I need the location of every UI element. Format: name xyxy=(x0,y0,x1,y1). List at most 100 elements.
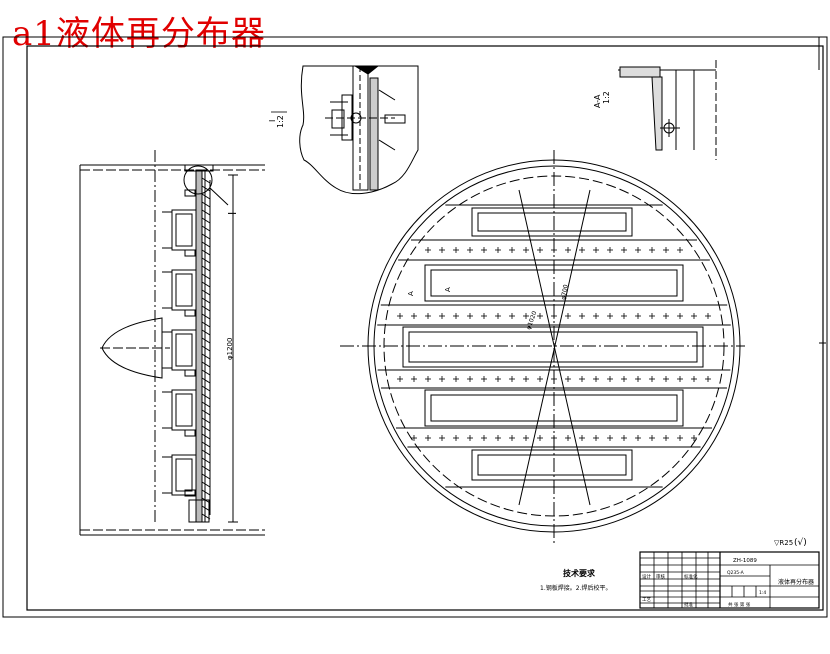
weld-hatch xyxy=(201,297,211,304)
weld-hatch xyxy=(201,505,211,512)
distribution-trough xyxy=(402,326,704,368)
weld-hatch xyxy=(201,265,211,272)
weld-hatch xyxy=(201,193,211,200)
outer-border xyxy=(2,36,828,618)
section-mark-right: A xyxy=(444,287,452,292)
weld-hatch xyxy=(201,337,211,344)
bolt xyxy=(184,189,196,197)
checker-cell: 审核 xyxy=(656,573,665,580)
notes-heading: 技术要求 xyxy=(563,568,596,578)
trough-inner xyxy=(430,269,678,297)
weld-hatch xyxy=(201,201,211,208)
weld-hatch xyxy=(201,353,211,360)
approver-cell: 批准 xyxy=(684,601,693,608)
nozzle-inner xyxy=(175,273,193,307)
weld-hatch xyxy=(201,457,211,464)
weld-hatch xyxy=(201,489,211,496)
weld-hatch xyxy=(201,513,211,520)
drawing-number: ZH-1089 xyxy=(733,558,757,564)
weld-hatch xyxy=(201,473,211,480)
title-block xyxy=(639,551,820,609)
weld-hatch xyxy=(201,425,211,432)
distribution-trough xyxy=(471,207,633,237)
weld-hatch xyxy=(201,409,211,416)
weld-hatch xyxy=(201,209,211,216)
distribution-trough xyxy=(424,264,684,302)
weld-hatch xyxy=(201,273,211,280)
nozzle xyxy=(171,269,197,311)
detail-callout: I xyxy=(226,212,239,215)
roughness-check: (√) xyxy=(794,537,807,548)
weld-hatch xyxy=(201,449,211,456)
weld-hatch xyxy=(201,313,211,320)
side-view xyxy=(79,150,265,536)
diameter-dimension: φ1200 xyxy=(226,338,234,360)
weld-hatch xyxy=(201,441,211,448)
weld-hatch xyxy=(201,233,211,240)
trough-inner xyxy=(430,394,678,422)
weld-hatch xyxy=(201,257,211,264)
notes-line: 1.钢板焊接。2.焊后校平。 xyxy=(540,584,611,592)
weld-hatch xyxy=(201,185,211,192)
trough-inner xyxy=(477,454,627,476)
distribution-trough xyxy=(471,449,633,481)
weld-hatch xyxy=(201,249,211,256)
bolt xyxy=(184,309,196,317)
weld-hatch xyxy=(201,465,211,472)
nozzle-inner xyxy=(175,458,193,492)
inner-diameter-b: φ700 xyxy=(560,284,570,301)
weld-hatch xyxy=(201,177,211,184)
nozzle-inner xyxy=(175,333,193,367)
bolt xyxy=(184,369,196,377)
nozzle-inner xyxy=(175,393,193,427)
weld-hatch xyxy=(201,241,211,248)
designer-cell: 设计 xyxy=(642,573,651,580)
drawing-title: a1液体再分布器 xyxy=(12,14,266,54)
inner-border xyxy=(26,45,824,611)
nozzle xyxy=(171,209,197,251)
inner-diameter-a: φ1020 xyxy=(525,310,538,331)
weld-hatch xyxy=(201,345,211,352)
weld-hatch xyxy=(201,217,211,224)
weld-hatch xyxy=(201,417,211,424)
detail-one-scale: 1:2 xyxy=(276,115,285,128)
weld-hatch xyxy=(201,289,211,296)
weld-hatch xyxy=(201,433,211,440)
plan-view xyxy=(340,150,745,545)
weld-hatch xyxy=(201,329,211,336)
plan-channels xyxy=(377,204,731,488)
weld-hatch xyxy=(201,481,211,488)
bolt xyxy=(184,429,196,437)
bolt xyxy=(184,489,196,497)
trough-inner xyxy=(408,331,698,363)
weld-hatch xyxy=(201,225,211,232)
section-scale: 1:2 xyxy=(602,91,611,104)
standard-cell: 标准化 xyxy=(684,573,698,580)
section-label: A-A xyxy=(593,94,602,108)
weld-hatch xyxy=(201,385,211,392)
plan-holes xyxy=(397,247,711,441)
detail-one-label: I xyxy=(268,120,277,122)
trough-inner xyxy=(477,212,627,232)
weld-hatch xyxy=(201,281,211,288)
sheet-cell: 共 张 第 张 xyxy=(728,601,751,608)
nozzle-inner xyxy=(175,213,193,247)
section-a-view xyxy=(618,60,717,160)
distribution-trough xyxy=(424,389,684,427)
roughness-symbol: ▽R25 xyxy=(774,539,793,547)
bolt xyxy=(184,249,196,257)
nozzle xyxy=(171,389,197,431)
side-view-nozzles xyxy=(162,177,211,520)
scale-cell: 1:4 xyxy=(759,590,766,596)
nozzle xyxy=(171,329,197,371)
weld-hatch xyxy=(201,361,211,368)
nozzle xyxy=(171,454,197,496)
drawing-name: 液体再分布器 xyxy=(778,578,814,586)
weld-hatch xyxy=(201,369,211,376)
detail-one-view xyxy=(299,65,419,195)
weld-hatch xyxy=(201,305,211,312)
material: Q235-A xyxy=(727,570,745,576)
section-mark-left: A xyxy=(407,291,415,296)
weld-hatch xyxy=(201,377,211,384)
